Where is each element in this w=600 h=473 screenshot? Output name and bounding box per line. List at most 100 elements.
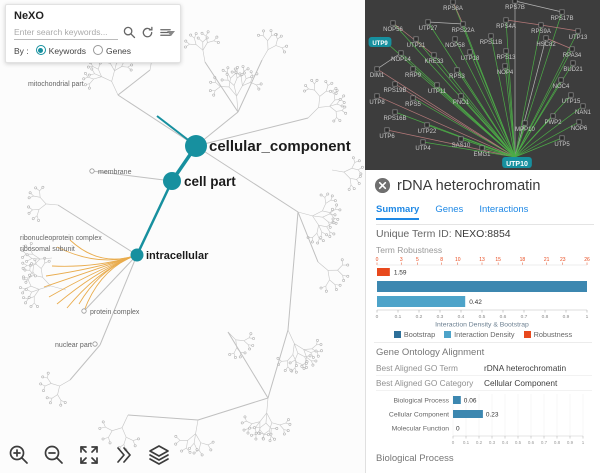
- gene-label[interactable]: UTP9: [372, 41, 388, 47]
- gene-node[interactable]: [559, 9, 565, 15]
- gene-node[interactable]: [425, 19, 431, 25]
- tree-node-intracellular[interactable]: [130, 248, 144, 262]
- gene-node[interactable]: [420, 139, 426, 145]
- gene-label[interactable]: NOC4: [553, 84, 570, 90]
- tab-summary[interactable]: Summary: [376, 204, 420, 220]
- tree-node[interactable]: [89, 168, 95, 174]
- gene-node[interactable]: [374, 93, 380, 99]
- tree-term-label[interactable]: membrane: [98, 169, 132, 176]
- gene-node[interactable]: [413, 36, 419, 42]
- gene-label[interactable]: MPP10: [515, 127, 535, 133]
- gene-label[interactable]: UTP27: [419, 26, 438, 32]
- gene-label[interactable]: UTP18: [461, 56, 480, 62]
- gene-node-highlighted[interactable]: [502, 157, 532, 168]
- gene-node[interactable]: [452, 36, 458, 42]
- gene-node[interactable]: [569, 46, 575, 52]
- tree-term-label[interactable]: nuclear part: [55, 342, 92, 349]
- gene-label[interactable]: RPS19B: [383, 88, 406, 94]
- gene-label[interactable]: DIM1: [370, 73, 385, 79]
- gene-node[interactable]: [410, 95, 416, 101]
- gene-label[interactable]: RPS16B: [383, 116, 406, 122]
- radio-genes-control[interactable]: [92, 45, 103, 55]
- gene-node[interactable]: [576, 119, 582, 125]
- gene-label[interactable]: RPS11B: [480, 40, 503, 46]
- gene-node[interactable]: [488, 33, 494, 39]
- gene-node[interactable]: [424, 122, 430, 128]
- zoom-in-button[interactable]: [6, 442, 32, 468]
- gene-label[interactable]: NAN1: [575, 110, 592, 116]
- gene-node[interactable]: [384, 127, 390, 133]
- gene-node[interactable]: [568, 92, 574, 98]
- search-icon[interactable]: [122, 26, 136, 40]
- gene-label[interactable]: PWP2: [544, 120, 562, 126]
- gene-label[interactable]: UTP4: [415, 146, 431, 152]
- gene-node[interactable]: [522, 120, 528, 126]
- gene-label[interactable]: KRE33: [424, 59, 444, 65]
- gene-label[interactable]: PNO1: [453, 100, 470, 106]
- tree-node-cellular_component[interactable]: [185, 135, 207, 157]
- gene-node[interactable]: [390, 20, 396, 26]
- gene-label[interactable]: BUD21: [563, 67, 583, 73]
- gene-node[interactable]: [392, 81, 398, 87]
- tree-node-label-cell_part[interactable]: cell part: [184, 174, 236, 189]
- gene-node-highlighted[interactable]: [368, 37, 392, 47]
- gene-node[interactable]: [450, 0, 456, 5]
- gene-label[interactable]: RPS3: [449, 74, 465, 80]
- gene-label[interactable]: NOP4: [497, 70, 514, 76]
- gene-node[interactable]: [479, 145, 485, 151]
- gene-label[interactable]: NOP58: [445, 43, 465, 49]
- close-details-icon[interactable]: [374, 177, 391, 194]
- gene-node[interactable]: [458, 136, 464, 142]
- gene-node[interactable]: [575, 28, 581, 34]
- gene-label[interactable]: RPS9A: [531, 29, 551, 35]
- gene-node[interactable]: [410, 66, 416, 72]
- gene-label[interactable]: UTP11: [428, 89, 447, 95]
- tree-node-cell_part[interactable]: [163, 172, 181, 190]
- gene-label[interactable]: UTP21: [407, 43, 426, 49]
- gene-node[interactable]: [503, 17, 509, 23]
- gene-label[interactable]: SAS10: [452, 143, 471, 149]
- gene-label[interactable]: UTP22: [418, 129, 437, 135]
- gene-node[interactable]: [431, 52, 437, 58]
- gene-node[interactable]: [467, 49, 473, 55]
- gene-label[interactable]: UTP5: [554, 142, 570, 148]
- gene-node[interactable]: [538, 22, 544, 28]
- gene-label[interactable]: RPS8A: [443, 6, 463, 12]
- tree-node[interactable]: [92, 341, 98, 347]
- expand-all-button[interactable]: [111, 442, 137, 468]
- gene-label[interactable]: UTP8: [369, 100, 385, 106]
- gene-node[interactable]: [558, 77, 564, 83]
- zoom-out-button[interactable]: [41, 442, 67, 468]
- gene-node[interactable]: [512, 0, 518, 4]
- tree-node-label-cellular_component[interactable]: cellular_component: [209, 138, 351, 155]
- search-input[interactable]: [14, 25, 118, 40]
- gene-label[interactable]: RPA34: [563, 53, 582, 59]
- tree-term-label[interactable]: ribonucleoprotein complex: [20, 235, 102, 242]
- gene-node[interactable]: [580, 103, 586, 109]
- gene-label[interactable]: NOP14: [391, 57, 411, 63]
- gene-label[interactable]: HSC82: [536, 42, 556, 48]
- tree-node-label-intracellular[interactable]: intracellular: [146, 250, 209, 262]
- gene-label[interactable]: RPS5: [405, 102, 421, 108]
- radio-keywords[interactable]: Keywords: [35, 45, 86, 56]
- gene-node[interactable]: [503, 48, 509, 54]
- gene-label[interactable]: NOP56: [383, 27, 403, 33]
- radio-keywords-control[interactable]: [35, 45, 46, 55]
- gene-label[interactable]: RPS7B: [505, 5, 525, 11]
- gene-node[interactable]: [550, 113, 556, 119]
- gene-label[interactable]: RPS4A: [496, 24, 516, 30]
- gene-label[interactable]: RRP9: [405, 73, 422, 79]
- gene-node[interactable]: [502, 63, 508, 69]
- gene-node[interactable]: [398, 50, 404, 56]
- layers-button[interactable]: [146, 442, 172, 468]
- gene-node[interactable]: [543, 35, 549, 41]
- gene-label[interactable]: EMG1: [473, 152, 491, 158]
- gene-node[interactable]: [454, 67, 460, 73]
- tree-node[interactable]: [81, 308, 87, 314]
- gene-label[interactable]: RPS13: [496, 55, 516, 61]
- gene-label[interactable]: UTP6: [379, 134, 395, 140]
- gene-node[interactable]: [570, 60, 576, 66]
